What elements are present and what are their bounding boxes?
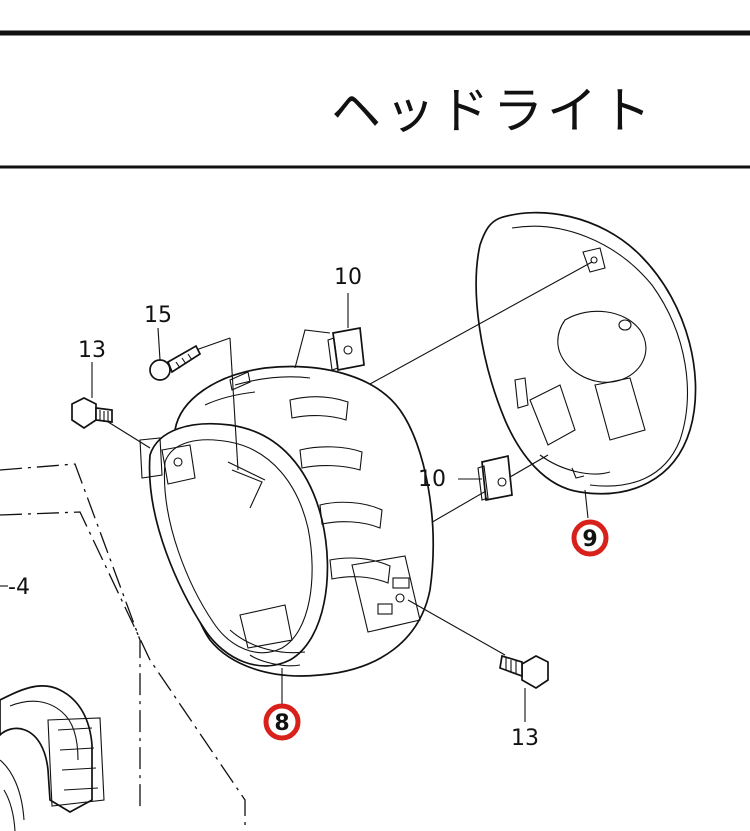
headlight-ring <box>139 365 434 677</box>
label-bolt-13-bottom: 13 <box>511 726 539 751</box>
leader-bolt13-top <box>104 419 151 449</box>
clip-nut-top <box>327 293 365 372</box>
screw-15 <box>149 327 202 381</box>
leader-bolt13-bottom <box>407 599 506 656</box>
label-nut-10-mid: 10 <box>418 467 446 492</box>
label-bolt-13-top: 13 <box>78 338 106 363</box>
badge-part-8-label: 8 <box>274 711 289 736</box>
leader-ring-inner <box>227 461 266 481</box>
bolt-13-top <box>71 362 113 430</box>
page-title: ヘッドライト <box>331 82 655 140</box>
badge-part-9[interactable]: 9 <box>571 519 609 557</box>
bolt-13-bottom <box>499 654 549 722</box>
leader-nut10-top <box>294 329 331 369</box>
wiring-harness <box>0 463 246 831</box>
leader-badge-9 <box>584 489 589 519</box>
label-ref-4: -4 <box>8 575 30 600</box>
clip-nut-mid <box>458 454 513 502</box>
label-screw-15: 15 <box>144 303 172 328</box>
leader-case-top <box>349 261 593 396</box>
headlight-case <box>475 211 697 495</box>
badge-part-9-label: 9 <box>582 527 597 552</box>
leader-screw15 <box>195 337 231 351</box>
leader-ring-inner2 <box>231 469 263 509</box>
leader-screw15-down <box>229 337 239 471</box>
badge-part-8[interactable]: 8 <box>263 703 301 741</box>
label-nut-10-top: 10 <box>334 265 362 290</box>
